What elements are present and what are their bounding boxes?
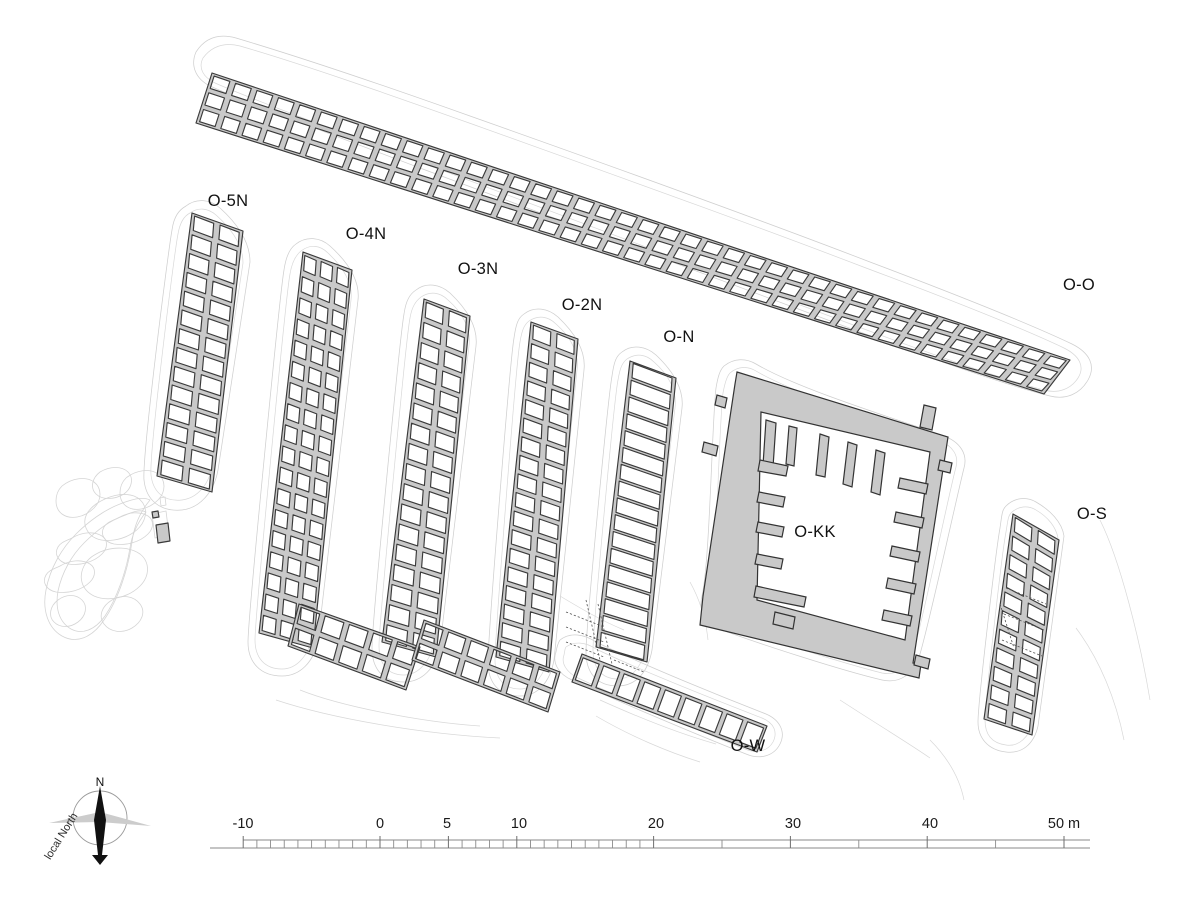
contour-lines-layer: [44, 35, 1151, 801]
scale-bar: -10 0 5 10 20 30 40 50 m: [210, 816, 1090, 849]
scale-label--10: -10: [233, 816, 254, 832]
building-walls-O-5N: [156, 212, 244, 493]
unexcavated-structure-outline: [44, 467, 170, 640]
building-walls-O-2N: [495, 321, 579, 673]
compass-rose: N local North: [42, 775, 151, 865]
reconstructed-wall-6: [1005, 587, 1047, 605]
building-O-KK[interactable]: [699, 371, 953, 679]
building-label-O-S: O-S: [1077, 505, 1107, 523]
scale-label-20: 20: [648, 816, 664, 832]
building-O-3N[interactable]: [381, 298, 471, 658]
building-label-O-O: O-O: [1063, 276, 1095, 294]
reconstructed-wall-2: [565, 641, 605, 658]
small-wall-fragment: [151, 510, 160, 519]
O-3N-south-annex[interactable]: [411, 619, 561, 713]
reconstructed-wall-8: [1001, 639, 1043, 657]
scale-label-40: 40: [922, 816, 938, 832]
building-label-O-4N: O-4N: [346, 225, 387, 243]
reconstructed-wall-1: [565, 626, 605, 643]
building-walls-O-N: [595, 360, 677, 663]
reconstructed-wall-9: [999, 603, 1015, 649]
building-O-4N[interactable]: [258, 251, 353, 649]
reconstructed-wall-4: [597, 603, 613, 665]
reconstructed-wall-3: [585, 599, 601, 661]
okk-interior-buttresses: [701, 394, 953, 670]
building-walls-O-4N: [258, 251, 353, 649]
small-wall-fragment-2: [155, 522, 171, 544]
building-O-O[interactable]: [195, 72, 1071, 395]
compass-north-label: N: [96, 775, 105, 789]
building-walls-O-3N: [381, 298, 471, 658]
scale-label-0: 0: [376, 816, 384, 832]
building-label-O-2N: O-2N: [562, 296, 603, 314]
O-4N-south-annex-walls: [287, 603, 421, 691]
scale-label-30: 30: [785, 816, 801, 832]
O-4N-south-annex[interactable]: [287, 603, 421, 691]
building-label-O-W: O-W: [731, 737, 766, 755]
scale-label-50-m: 50 m: [1048, 816, 1080, 832]
building-O-N[interactable]: [595, 360, 677, 663]
building-label-O-N: O-N: [663, 328, 694, 346]
compass-local-north-label: local North: [42, 811, 80, 862]
building-walls-O-O: [195, 72, 1071, 395]
buildings-layer: [156, 72, 1071, 753]
building-O-5N[interactable]: [156, 212, 244, 493]
O-3N-south-annex-walls: [411, 619, 561, 713]
building-labels-layer: O-O O-5N O-4N O-3N O-2N O-N O-KK O-S O-W: [208, 192, 1107, 755]
scale-label-5: 5: [443, 816, 451, 832]
building-O-W[interactable]: [571, 653, 768, 753]
building-walls-O-S: [983, 513, 1060, 736]
building-label-O-5N: O-5N: [208, 192, 249, 210]
building-O-S[interactable]: [983, 513, 1060, 736]
reconstructed-wall-0: [565, 611, 605, 628]
building-label-O-3N: O-3N: [458, 260, 499, 278]
building-label-O-KK: O-KK: [794, 523, 836, 541]
building-O-2N[interactable]: [495, 321, 579, 673]
reconstructed-wall-7: [1003, 613, 1045, 631]
scale-label-10: 10: [511, 816, 527, 832]
reconstructed-wall-5: [613, 659, 645, 673]
building-walls-O-W: [571, 653, 768, 753]
